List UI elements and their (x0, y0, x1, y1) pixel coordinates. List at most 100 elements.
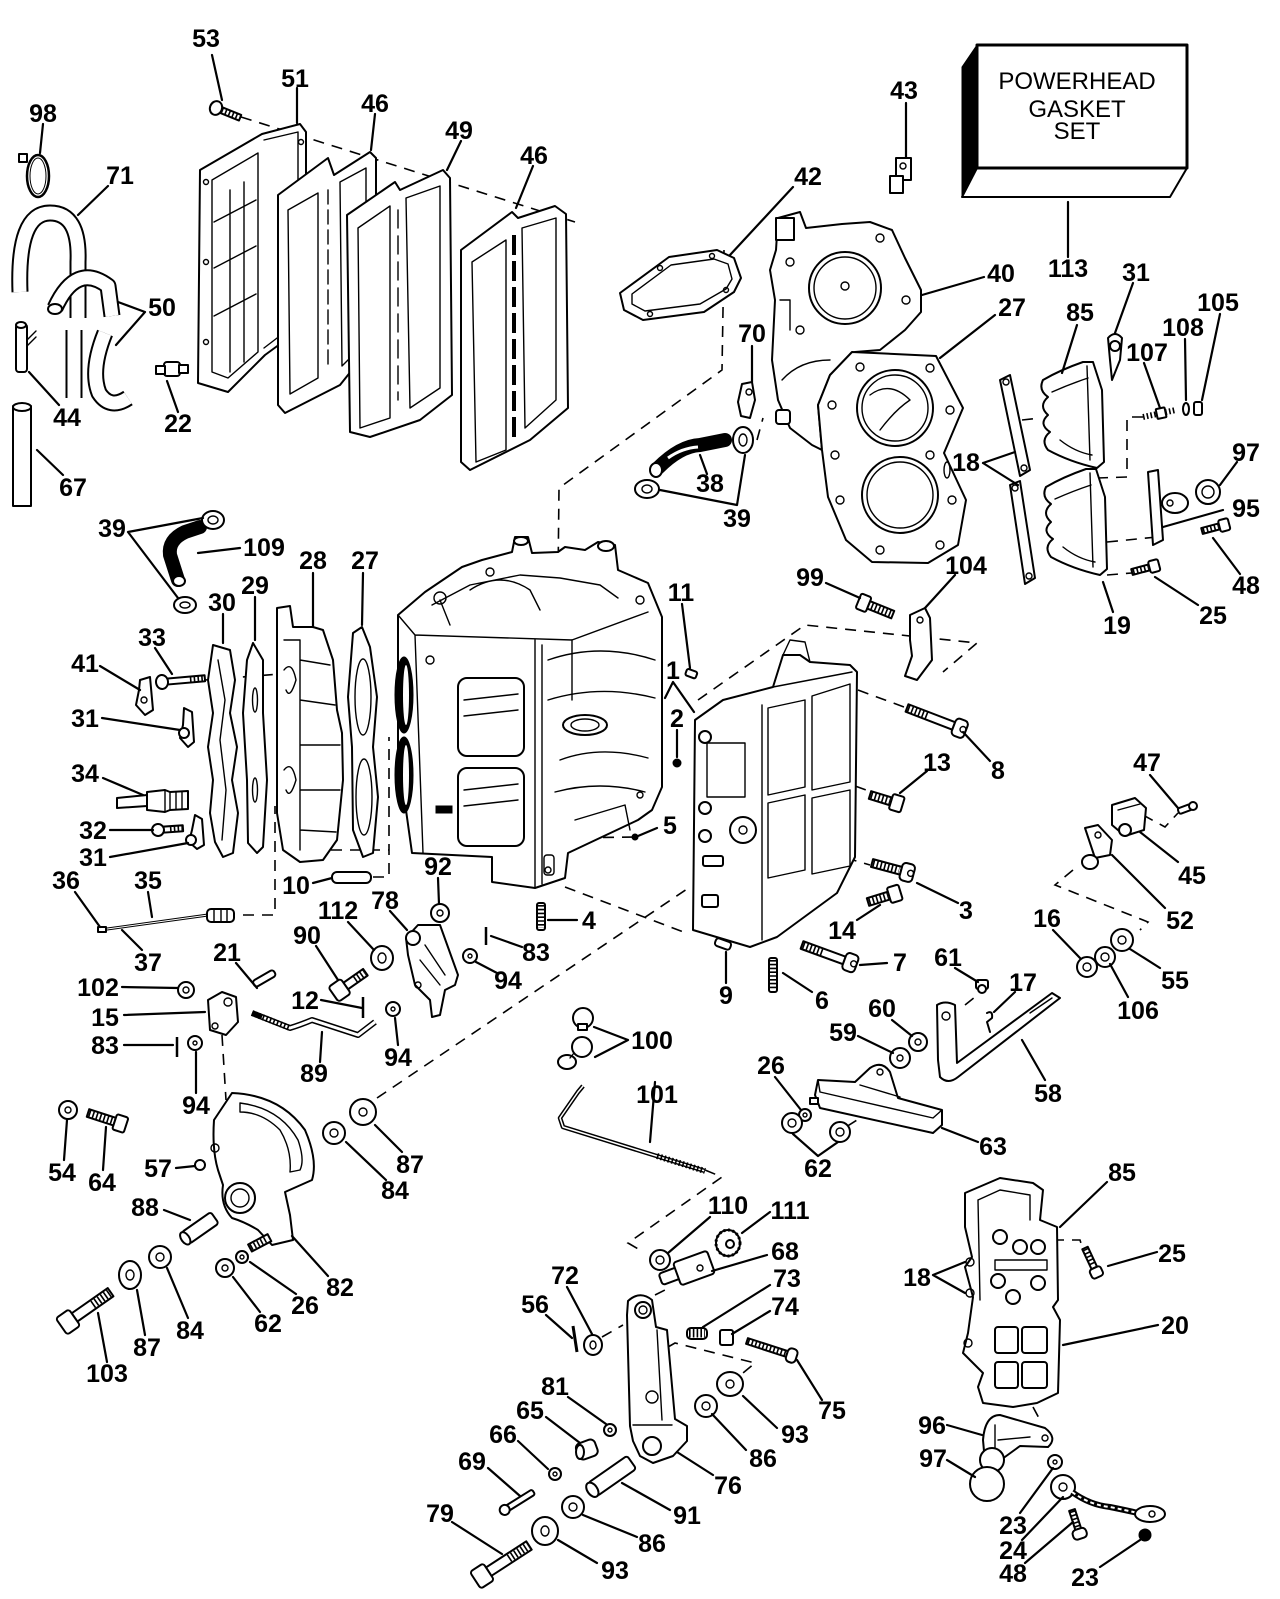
callout-label: 40 (987, 260, 1015, 288)
cotter-pin (571, 1325, 579, 1353)
callout-label: 70 (738, 320, 766, 348)
washer-93b (531, 1516, 559, 1546)
callout-label: 56 (521, 1291, 549, 1319)
callout-label: 79 (426, 1500, 454, 1528)
callout-label: 29 (241, 572, 269, 600)
stud-6 (768, 957, 778, 993)
callout-label: 26 (757, 1052, 785, 1080)
callout-label: 43 (890, 77, 918, 105)
callout-label: 35 (134, 867, 162, 895)
water-hoses (47, 269, 133, 412)
interlock-bracket (809, 1063, 943, 1134)
callout-label: 21 (213, 939, 241, 967)
callout-label: 82 (326, 1274, 354, 1302)
callout-label: 41 (71, 650, 99, 678)
washer-66 (548, 1467, 562, 1481)
nut-54 (58, 1100, 78, 1120)
callout-label: 91 (673, 1502, 701, 1530)
callout-label: 32 (79, 817, 107, 845)
stud-4 (536, 902, 546, 931)
ball-links (557, 1007, 594, 1070)
cylinder-head-cover (207, 644, 239, 858)
callout-label: 67 (59, 474, 87, 502)
cylinder-block-crankcase (394, 536, 663, 889)
socket-bolt (869, 858, 916, 883)
callout-label: 84 (176, 1317, 204, 1345)
washer-106 (1094, 946, 1116, 968)
callout-label: 13 (923, 749, 951, 777)
reed-valve-lower (1043, 468, 1108, 576)
washer-94c (462, 948, 478, 964)
nut-62a (215, 1258, 235, 1278)
callout-label: 48 (1232, 572, 1260, 600)
callout-label: 105 (1197, 289, 1239, 317)
arm-pivot-bolt (469, 1540, 533, 1589)
callout-label: 50 (148, 294, 176, 322)
ground-wire (1050, 1474, 1166, 1523)
callout-label: 100 (631, 1027, 673, 1055)
screw-47 (1176, 801, 1198, 815)
hose-fitting (15, 321, 37, 373)
callout-label: 24 (999, 1537, 1027, 1565)
ground-screw (1068, 1508, 1088, 1541)
callout-label: 83 (522, 939, 550, 967)
nut-60 (908, 1032, 928, 1052)
wire-clip-lower (185, 814, 205, 850)
ball-stud (969, 1447, 1005, 1502)
bracket (904, 607, 933, 681)
throttle-cam (210, 1092, 315, 1253)
callout-label: 17 (1009, 969, 1037, 997)
callout-label: 60 (868, 995, 896, 1023)
long-socket-bolt (904, 703, 969, 739)
callout-label: 78 (371, 887, 399, 915)
callout-label: 61 (934, 944, 962, 972)
hose-clip-bracket (737, 381, 756, 419)
sleeve-65 (574, 1438, 599, 1461)
callout-label: 55 (1161, 967, 1189, 995)
callout-label: 103 (86, 1360, 128, 1388)
callout-label: 18 (903, 1264, 931, 1292)
powerhead-gasket-set-box: POWERHEAD GASKET SET (961, 43, 1189, 198)
bracket-left (135, 676, 154, 716)
callout-label: 74 (771, 1293, 799, 1321)
throttle-link-rod (557, 1084, 706, 1174)
nut-23a (1047, 1454, 1063, 1470)
locating-pin (713, 937, 733, 951)
long-socket-bolt-lower (799, 940, 860, 974)
pin-21 (252, 969, 277, 988)
callout-label: 93 (781, 1421, 809, 1449)
idle-screw (745, 1337, 799, 1364)
kit-box-label-line1: POWERHEAD (998, 68, 1155, 95)
callout-label: 39 (98, 515, 126, 543)
reed-screw (1130, 558, 1162, 576)
callout-label: 16 (1033, 905, 1061, 933)
cam-pivot-bolt (55, 1287, 115, 1335)
callout-label: 76 (714, 1472, 742, 1500)
grommet (1195, 479, 1221, 505)
callout-label: 14 (828, 917, 856, 945)
callout-label: 23 (1071, 1564, 1099, 1592)
washer-92 (430, 903, 450, 923)
callout-label: 86 (638, 1530, 666, 1558)
callout-label: 111 (771, 1197, 810, 1225)
nut-84b (322, 1121, 346, 1145)
head-gasket (817, 351, 967, 564)
nut-84a (148, 1245, 172, 1269)
sleeve-88 (179, 1212, 219, 1246)
callout-label: 45 (1178, 862, 1206, 890)
callout-label: 49 (445, 117, 473, 145)
callout-label: 27 (351, 547, 379, 575)
callout-label: 92 (424, 853, 452, 881)
callout-label: 42 (794, 163, 822, 191)
washer-26a (235, 1250, 249, 1264)
callout-label: 31 (79, 844, 107, 872)
throttle-rod (250, 1010, 377, 1038)
callout-label: 37 (134, 949, 162, 977)
link-connector (658, 1250, 716, 1286)
callout-label: 85 (1066, 299, 1094, 327)
callout-label: 52 (1166, 907, 1194, 935)
bracket-screw (1200, 517, 1232, 535)
leader-lines (27, 53, 1242, 1569)
callout-label: 5 (663, 812, 677, 840)
callout-label: 22 (164, 410, 192, 438)
